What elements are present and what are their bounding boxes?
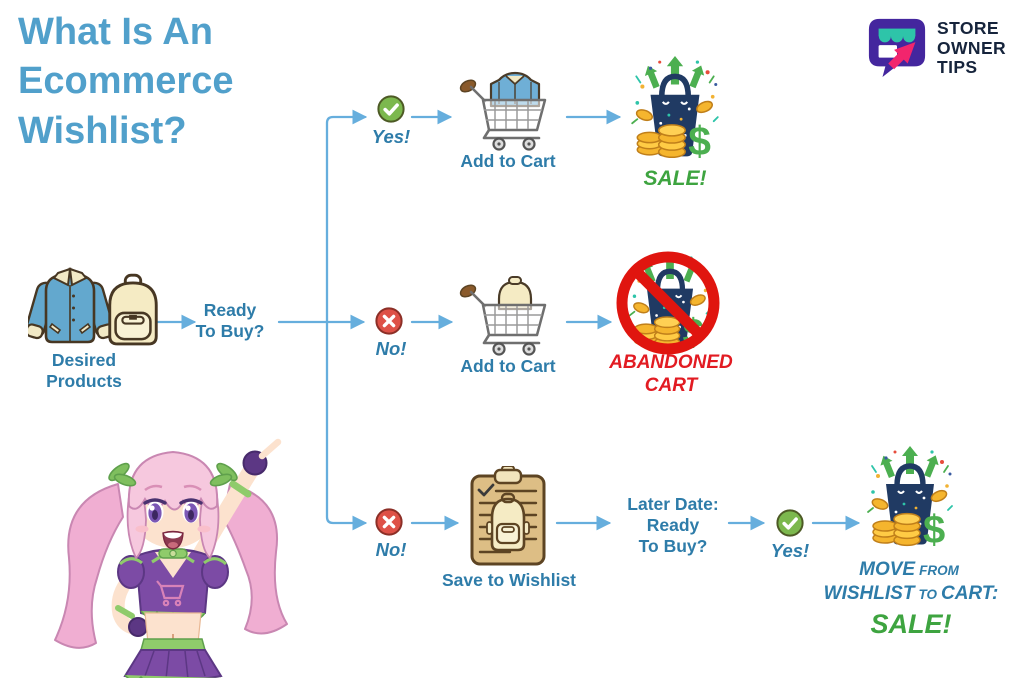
add-to-cart-label: Add to Cart [460, 356, 556, 376]
jacket-icon [28, 262, 112, 352]
abandoned-cart-label: ABANDONED CART [609, 352, 733, 396]
check-icon [776, 509, 804, 537]
shopping-bag-coins-icon [860, 446, 960, 552]
clipboard-backpack-icon [466, 466, 550, 568]
check-icon [377, 95, 405, 123]
no-answer-label: No! [375, 338, 407, 359]
cross-icon [375, 508, 403, 536]
decision-label: Ready To Buy? [195, 300, 265, 341]
brand-logo-text: STORE OWNER TIPS [937, 18, 1007, 78]
later-date-decision-label: Later Date: Ready To Buy? [627, 494, 719, 556]
add-to-cart-label: Add to Cart [460, 151, 556, 171]
shopping-cart-icon [455, 275, 559, 357]
yes-answer-label: Yes! [371, 126, 411, 147]
start-label: Desired Products [46, 350, 122, 391]
shopping-bag-coins-icon [624, 56, 726, 164]
sale-outcome-label: SALE! [643, 167, 707, 190]
move-outcome-sale: SALE! [870, 608, 952, 639]
page-title: What Is An Ecommerce Wishlist? [18, 11, 234, 152]
shopping-cart-icon [455, 70, 559, 152]
storefront-arrow-icon [866, 16, 928, 78]
cross-icon [375, 307, 403, 335]
no-answer-label: No! [375, 539, 407, 560]
anime-girl-mascot [54, 438, 288, 678]
backpack-icon [102, 272, 164, 350]
no-entry-bag-icon [616, 251, 720, 355]
brand-logo: STORE OWNER TIPS [866, 16, 1006, 78]
save-to-wishlist-label: Save to Wishlist [441, 570, 577, 590]
yes-answer-label: Yes! [770, 540, 810, 561]
